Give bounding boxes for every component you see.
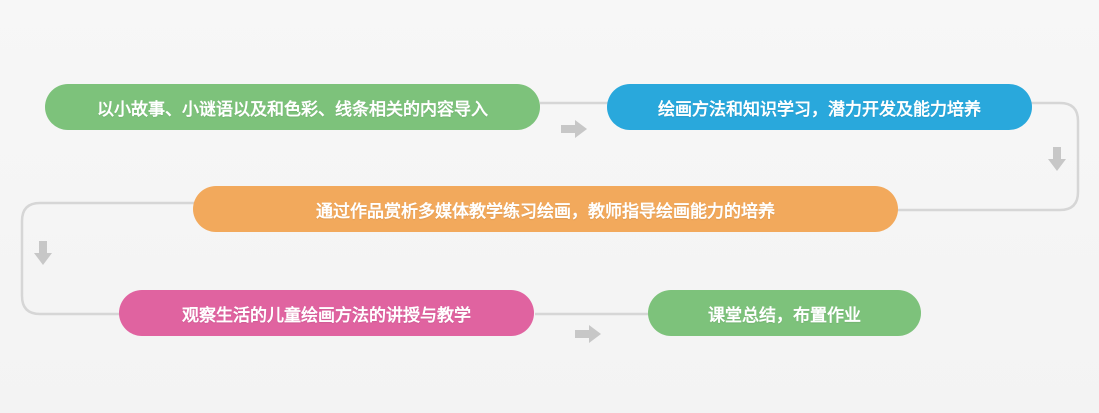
step-label: 绘画方法和知识学习，潜力开发及能力培养	[658, 99, 981, 120]
connector-3-4	[20, 201, 195, 316]
connector-2-3	[895, 101, 1080, 212]
arrow-right-icon	[575, 325, 601, 343]
step-label: 通过作品赏析多媒体教学练习绘画，教师指导绘画能力的培养	[316, 201, 775, 222]
step-method-learning: 绘画方法和知识学习，潜力开发及能力培养	[607, 84, 1032, 130]
step-label: 课堂总结，布置作业	[708, 305, 861, 326]
arrow-right-icon	[561, 120, 587, 138]
step-label: 以小故事、小谜语以及和色彩、线条相关的内容导入	[97, 99, 488, 120]
arrow-down-icon	[1048, 147, 1066, 171]
step-observation-teaching: 观察生活的儿童绘画方法的讲授与教学	[119, 290, 534, 336]
arrow-down-icon	[34, 241, 52, 265]
step-summary-homework: 课堂总结，布置作业	[648, 290, 921, 336]
step-label: 观察生活的儿童绘画方法的讲授与教学	[182, 305, 471, 326]
step-import: 以小故事、小谜语以及和色彩、线条相关的内容导入	[45, 84, 540, 130]
step-appreciation-practice: 通过作品赏析多媒体教学练习绘画，教师指导绘画能力的培养	[193, 186, 898, 232]
